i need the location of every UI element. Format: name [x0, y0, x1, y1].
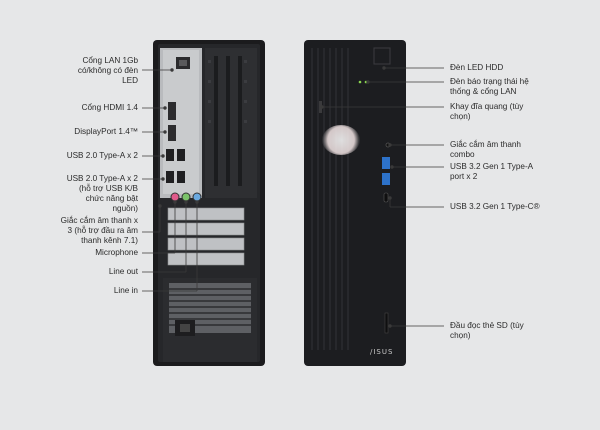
line-in-jack [192, 192, 202, 202]
usb2-port [166, 149, 174, 161]
power-button [373, 47, 391, 65]
usb2-port [177, 171, 185, 183]
callout-hdd-led: Đèn LED HDD [450, 63, 504, 72]
vent-grid [208, 60, 247, 123]
usb-type-c-port [383, 192, 389, 203]
status-led [358, 80, 362, 84]
watermark-logo [322, 125, 360, 155]
callout-microphone: Microphone [95, 248, 138, 257]
callout-displayport: DisplayPort 1.4™ [74, 127, 138, 136]
expansion-slot-covers [167, 207, 245, 266]
asus-logo: /ISUS [370, 348, 394, 356]
sd-card-slot [384, 312, 389, 334]
callout-line-in: Line in [113, 286, 138, 295]
callout-usb2-a: USB 2.0 Type-A x 2 [66, 151, 138, 160]
callout-usb3-type-c: USB 3.2 Gen 1 Type-C® [450, 202, 540, 211]
front-callout-lines [320, 66, 444, 328]
usb3-type-a-port [382, 157, 390, 169]
microphone-jack [170, 192, 180, 202]
front-chassis [304, 40, 406, 366]
front-ridges [311, 48, 349, 350]
rear-callout-lines [142, 68, 199, 292]
usb3-type-a-port [382, 173, 390, 185]
line-out-jack [181, 192, 191, 202]
usb2-port [166, 171, 174, 183]
hdmi-port [168, 102, 176, 120]
callout-hdmi: Cổng HDMI 1.4 [81, 103, 138, 112]
callout-line-out: Line out [108, 267, 138, 276]
usb2-port [177, 149, 185, 161]
displayport-port [168, 125, 176, 141]
